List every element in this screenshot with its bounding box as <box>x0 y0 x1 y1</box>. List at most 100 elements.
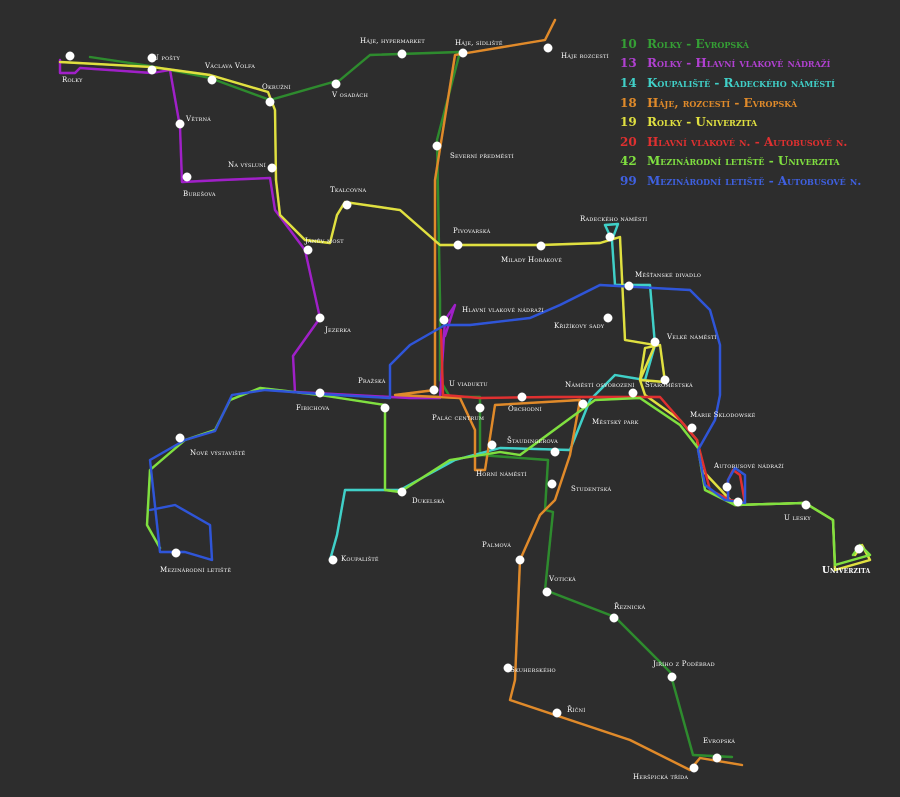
stop-marker-jiriho-z-podebrad <box>667 672 677 682</box>
legend-route: Rolky - Univerzita <box>647 115 758 130</box>
stop-label-krizikovy-sady: Křižíkovy sady <box>554 322 605 330</box>
stop-label-u-viaduktu: U viaduktu <box>449 380 488 388</box>
stop-label-palac-centrum: Palác centrum <box>432 414 484 422</box>
legend-route: Koupaliště - Radeckého náměstí <box>647 75 835 90</box>
stop-marker-vaclava-volfa <box>207 75 217 85</box>
stop-dots <box>65 43 864 773</box>
stop-label-januv-most: Jánův most <box>304 237 344 245</box>
stop-label-haje-sidliste: Háje, sídliště <box>455 39 503 47</box>
stop-label-ricni: Říční <box>567 705 585 714</box>
stop-label-univerzita: Univerzita <box>822 566 870 576</box>
stop-label-mestanske-divadlo: Měšťanské divadlo <box>635 271 701 279</box>
legend-number: 42 <box>620 154 637 169</box>
stop-label-hersplicka-trida: Heršpická třída <box>633 773 688 781</box>
legend-route: Háje, rozcestí - Evropská <box>647 95 798 110</box>
stop-label-velke-namesti: Velké náměstí <box>666 333 717 341</box>
stop-marker-krizikovy-sady <box>603 313 613 323</box>
stop-label-na-vysluni: Na výsluní <box>228 161 266 169</box>
legend-route: Hlavní vlakové n. - Autobusové n. <box>647 134 848 149</box>
stop-label-vaclava-volfa: Václava Volfa <box>204 62 255 70</box>
stop-label-milady-horakove: Milady Horákové <box>501 256 562 264</box>
route-lines <box>58 18 872 772</box>
stop-marker-dukelska <box>397 487 407 497</box>
stop-marker-u-posty <box>147 65 157 75</box>
stop-label-jezerka: Jezerka <box>324 326 351 334</box>
legend-row-14: 14 Koupaliště - Radeckého náměstí <box>620 73 895 93</box>
stop-marker-severni-predmesti <box>432 141 442 151</box>
stop-marker-nove-vystaviste <box>175 433 185 443</box>
stop-marker-staromestska <box>660 375 670 385</box>
stop-label-haje-hypermarket: Háje, hypermarket <box>360 37 425 45</box>
stop-marker-studentska <box>547 479 557 489</box>
stop-label-staudingerova: Štaudingerova <box>507 436 558 445</box>
stop-label-reznicka: Řeznická <box>614 602 646 611</box>
legend-number: 10 <box>620 36 637 51</box>
stop-marker-prazska <box>380 403 390 413</box>
stop-label-hlavni-vlakove-nadrazi: Hlavní vlakové nádraží <box>462 306 544 314</box>
stop-marker-palac-centrum <box>475 403 485 413</box>
stop-label-studentska: Studentská <box>571 485 611 493</box>
stop-marker-radeckeho-namesti <box>605 232 615 242</box>
stop-label-fibichova: Fibichova <box>296 404 330 412</box>
route-13 <box>58 58 457 400</box>
stop-marker-u-lesky-2 <box>733 497 743 507</box>
stop-label-tkalcovna: Tkalcovna <box>330 186 367 194</box>
stop-marker-autobusove-nadrazi <box>722 482 732 492</box>
stop-marker-vetrna <box>175 119 185 129</box>
legend-row-99: 99 Mezinárodní letiště - Autobusové n. <box>620 171 895 191</box>
route-13-glow <box>58 58 457 400</box>
stop-marker-staudingerova <box>550 447 560 457</box>
stop-marker-mestanske-divadlo <box>624 281 634 291</box>
stop-label-pivovarska: Pivovarská <box>453 227 491 235</box>
stop-marker-buresova <box>182 172 192 182</box>
stop-label-jiriho-z-podebrad: Jiřího z Poděbrad <box>652 660 715 668</box>
legend-number: 99 <box>620 173 637 188</box>
legend-route: Mezinárodní letiště - Autobusové n. <box>647 173 862 188</box>
stop-marker-mezinarodni-letiste <box>171 548 181 558</box>
route-18 <box>393 18 744 772</box>
stop-label-prazska: Pražská <box>358 377 386 385</box>
legend-row-10: 10 Rolky - Evropská <box>620 34 895 54</box>
stop-marker-ricni <box>552 708 562 718</box>
stop-marker-horni-namesti <box>487 440 497 450</box>
stop-marker-v-osadach <box>331 79 341 89</box>
stop-marker-na-vysluni <box>267 163 277 173</box>
stop-marker-rolky <box>65 51 75 61</box>
legend-row-42: 42 Mezinárodní letiště - Univerzita <box>620 152 895 172</box>
legend-number: 18 <box>620 95 637 110</box>
stop-label-horni-namesti: Horní náměstí <box>476 470 527 478</box>
legend-number: 14 <box>620 75 637 90</box>
stop-label-marie-sklodowske: Marie Sklodowské <box>690 411 756 419</box>
stop-marker-velke-namesti <box>650 337 660 347</box>
stop-marker-skuherskeho <box>503 663 513 673</box>
stop-marker-obchodni <box>517 392 527 402</box>
stop-label-autobusove-nadrazi: Autobusové nádraží <box>713 462 784 470</box>
stop-marker-u-lesky <box>801 500 811 510</box>
stop-marker-univerzita <box>854 544 864 554</box>
stop-marker-haje-hypermarket <box>397 49 407 59</box>
stop-label-palmova: Palmová <box>482 541 511 549</box>
stop-label-severni-predmesti: Severní předměstí <box>450 152 514 160</box>
stop-marker-januv-most <box>303 245 313 255</box>
stop-marker-palmova <box>515 555 525 565</box>
stop-marker-hersplicka-trida <box>689 763 699 773</box>
stop-marker-koupaliste <box>328 555 338 565</box>
stop-label-koupaliste: Koupaliště <box>341 555 379 563</box>
route-14-glow <box>328 222 657 562</box>
stop-label-voticka: Votická <box>548 575 576 583</box>
stop-marker-tkalcovna <box>342 200 352 210</box>
stop-label-radeckeho-namesti: Radeckého náměstí <box>580 215 647 223</box>
legend-row-19: 19 Rolky - Univerzita <box>620 112 895 132</box>
legend-route: Rolky - Evropská <box>647 36 749 51</box>
stop-label-okruzni: Okružní <box>262 83 291 91</box>
stop-marker-evropska <box>712 753 722 763</box>
stop-label-v-osadach: V osadách <box>331 91 368 99</box>
stop-marker-haje-rozcesti <box>543 43 553 53</box>
stop-marker-okruzni <box>265 97 275 107</box>
stop-marker-mestsky-park <box>578 399 588 409</box>
stop-label-u-posty: U pošty <box>153 54 181 62</box>
legend-route: Rolky - Hlavní vlakové nádraží <box>647 56 831 71</box>
stop-label-rolky: Rolky <box>62 76 83 84</box>
stop-label-skuherskeho: Skuherského <box>510 666 556 674</box>
legend-number: 13 <box>620 56 637 71</box>
